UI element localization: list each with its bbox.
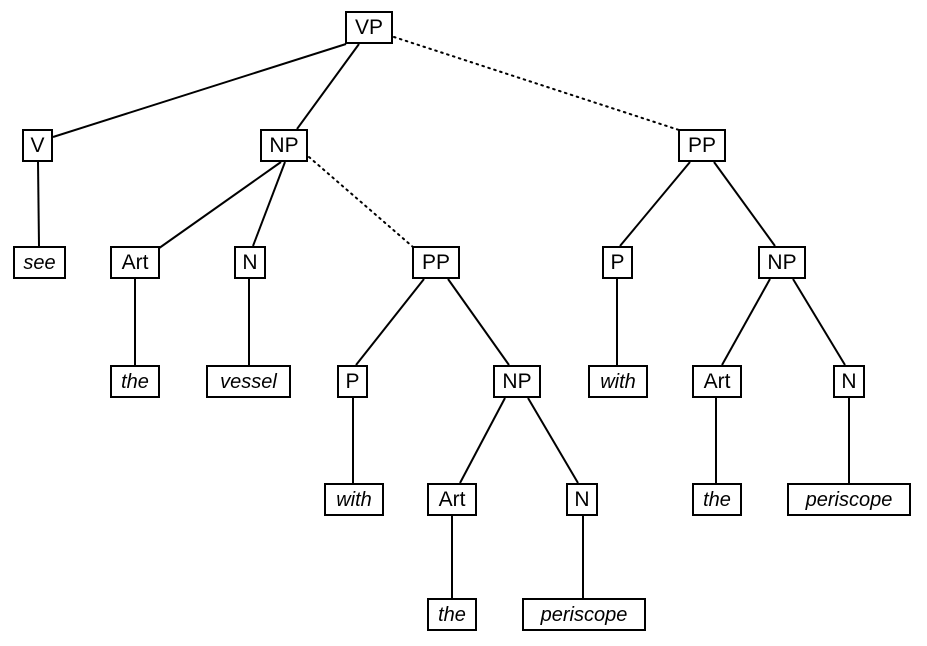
tree-leaf-with_r[interactable]: with <box>588 365 648 398</box>
tree-node-p_mid[interactable]: P <box>337 365 368 398</box>
node-label: periscope <box>805 488 893 511</box>
tree-node-v[interactable]: V <box>22 129 53 162</box>
tree-leaf-the_r[interactable]: the <box>692 483 742 516</box>
node-label: NP <box>269 134 299 157</box>
tree-edge-pp-right-p <box>619 161 691 247</box>
tree-edge-np-mid-n <box>527 397 579 484</box>
tree-edge-vp-pp-right <box>393 36 680 131</box>
tree-edge-pp-mid-p <box>355 278 425 366</box>
tree-edge-np-mid-art <box>459 397 506 484</box>
node-label: Art <box>121 251 149 274</box>
node-label: PP <box>687 134 716 157</box>
tree-node-np_mid[interactable]: NP <box>493 365 541 398</box>
tree-edge-np1-n1 <box>252 161 286 247</box>
tree-node-art1[interactable]: Art <box>110 246 160 279</box>
tree-node-n1[interactable]: N <box>234 246 266 279</box>
tree-edge-np1-art1 <box>154 161 282 252</box>
node-label: the <box>703 488 731 511</box>
tree-edge-v-see <box>37 161 40 247</box>
tree-leaf-periscope_m[interactable]: periscope <box>522 598 646 631</box>
tree-node-np1[interactable]: NP <box>260 129 308 162</box>
node-label: N <box>841 370 857 393</box>
tree-leaf-see[interactable]: see <box>13 246 66 279</box>
tree-node-art_mid[interactable]: Art <box>427 483 477 516</box>
tree-edge-vp-v <box>52 43 347 138</box>
node-label: VP <box>354 16 383 39</box>
node-label: see <box>23 251 56 274</box>
node-label: the <box>438 603 466 626</box>
tree-leaf-with_m[interactable]: with <box>324 483 384 516</box>
node-label: PP <box>421 251 450 274</box>
tree-node-art_right[interactable]: Art <box>692 365 742 398</box>
tree-node-p_right[interactable]: P <box>602 246 633 279</box>
node-label: periscope <box>540 603 628 626</box>
tree-node-pp_right[interactable]: PP <box>678 129 726 162</box>
node-label: Art <box>703 370 731 393</box>
node-label: NP <box>767 251 797 274</box>
tree-leaf-the_m[interactable]: the <box>427 598 477 631</box>
tree-edge-vp-np1 <box>296 43 360 130</box>
node-label: P <box>610 251 625 274</box>
tree-edge-np-right-n <box>792 278 846 366</box>
tree-node-vp[interactable]: VP <box>345 11 393 44</box>
tree-leaf-the1[interactable]: the <box>110 365 160 398</box>
node-label: N <box>574 488 590 511</box>
node-label: with <box>600 370 636 393</box>
tree-edge-pp-right-np <box>713 161 776 247</box>
node-label: Art <box>438 488 466 511</box>
node-label: N <box>242 251 258 274</box>
node-label: P <box>345 370 360 393</box>
tree-edge-np1-pp-mid <box>308 156 414 248</box>
node-label: with <box>336 488 372 511</box>
tree-leaf-periscope_r[interactable]: periscope <box>787 483 911 516</box>
tree-edge-np-right-art <box>721 278 771 366</box>
node-label: NP <box>502 370 532 393</box>
node-label: V <box>30 134 45 157</box>
tree-leaf-vessel[interactable]: vessel <box>206 365 291 398</box>
tree-node-np_right[interactable]: NP <box>758 246 806 279</box>
tree-edge-pp-mid-np <box>447 278 510 366</box>
tree-node-n_mid[interactable]: N <box>566 483 598 516</box>
node-label: vessel <box>220 370 277 393</box>
node-label: the <box>121 370 149 393</box>
tree-node-pp_mid[interactable]: PP <box>412 246 460 279</box>
tree-node-n_right[interactable]: N <box>833 365 865 398</box>
